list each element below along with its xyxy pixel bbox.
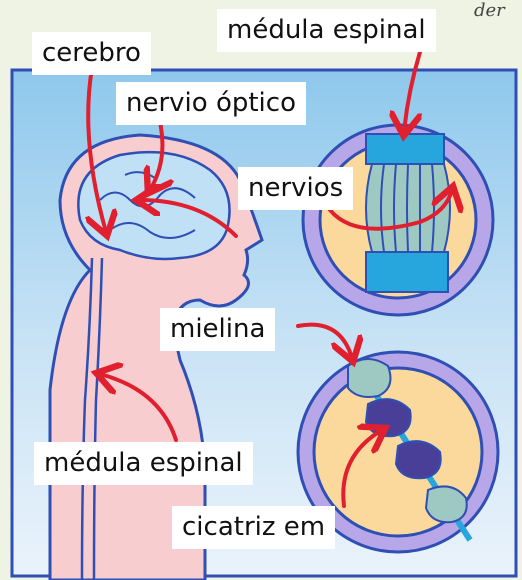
label-cerebro: cerebro xyxy=(32,32,151,75)
spinal-cord-closeup xyxy=(303,125,493,315)
myelin-segment-2 xyxy=(366,399,411,436)
label-nervios: nervios xyxy=(238,167,353,210)
label-cicatriz: cicatriz em xyxy=(172,506,335,549)
label-medula-espinal-bottom: médula espinal xyxy=(34,442,253,485)
spinal-segment-top xyxy=(366,134,444,164)
label-nervio-optico: nervio óptico xyxy=(116,82,306,125)
label-mielina: mielina xyxy=(160,308,275,351)
myelin-segment-3 xyxy=(396,441,441,478)
side-text-fragment: der xyxy=(474,0,505,21)
myelin-segment-4 xyxy=(426,486,467,522)
label-medula-espinal-top: médula espinal xyxy=(217,9,436,52)
spinal-segment-bottom xyxy=(366,252,448,292)
myelin-segment-1 xyxy=(348,359,390,397)
